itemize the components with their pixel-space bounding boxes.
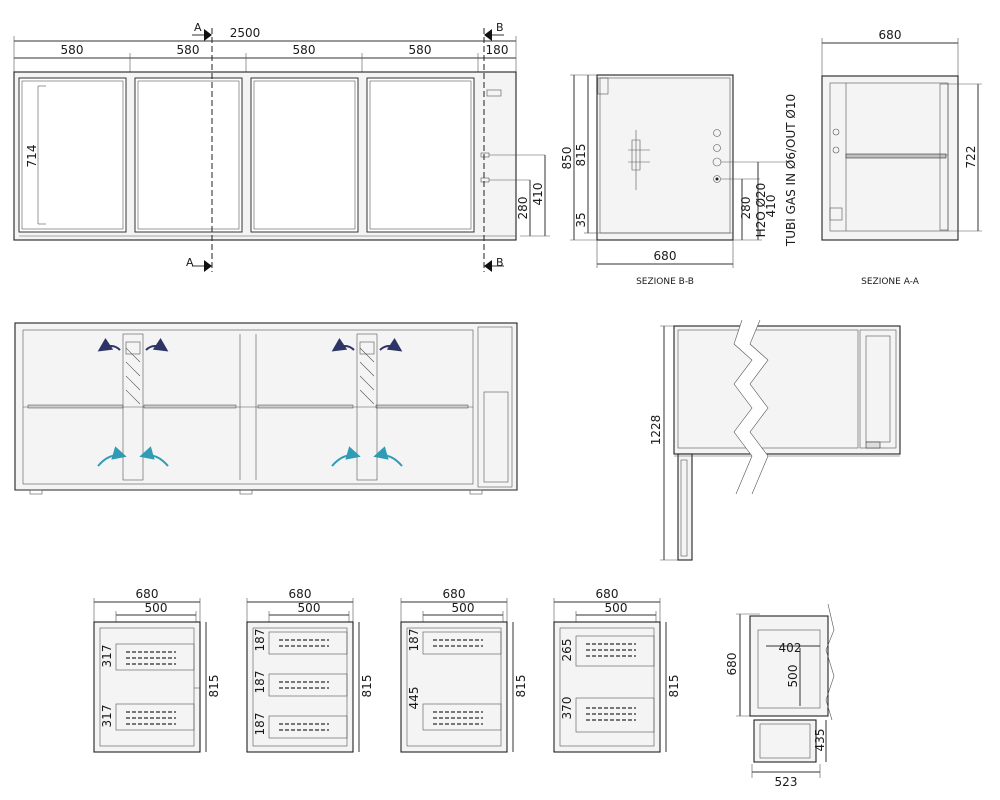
evaporator-right: [356, 333, 378, 481]
v3-height: 815: [514, 675, 528, 698]
detail-inner-width: 402: [779, 641, 802, 655]
side-height-label: 1228: [649, 415, 663, 446]
v4-slot-2: 370: [560, 697, 574, 720]
drawer-variant-4: 680 500 265 370 815: [553, 587, 681, 753]
section-a-bottom: A: [186, 256, 194, 269]
section-bb: 850 815 35 280 410 H2O Ø20 TUBI GAS IN Ø…: [560, 74, 798, 287]
side-width: 180: [486, 43, 509, 57]
evaporator-left: [122, 333, 144, 481]
section-aa-caption: SEZIONE A-A: [861, 277, 920, 287]
section-b-bottom: B: [496, 256, 504, 269]
bb-depth-label: 680: [654, 249, 677, 263]
cold-air-arrow: [139, 446, 169, 467]
detail-width: 523: [775, 775, 798, 789]
drawer-variant-3: 680 500 187 445 815: [400, 587, 528, 753]
section-aa: 680 722 SEZIONE A-A: [821, 28, 982, 287]
warm-air-arrow: [145, 337, 169, 352]
bb-height-815: 815: [574, 144, 588, 167]
section-b-top: B: [496, 21, 504, 34]
front-door-2: [134, 77, 243, 233]
v2-slot-1: 187: [253, 629, 267, 652]
cold-air-arrow: [97, 446, 127, 467]
front-door-1: [18, 77, 127, 233]
v3-outer-width: 680: [443, 587, 466, 601]
v2-slot-3: 187: [253, 713, 267, 736]
detail-depth: 680: [725, 653, 739, 676]
v1-inner-width: 500: [145, 601, 168, 615]
front-view: 2500 580 580 580 580 180 714 280 410: [13, 21, 550, 272]
v3-slot-2: 445: [407, 687, 421, 710]
module-2-width: 580: [177, 43, 200, 57]
v1-outer-width: 680: [136, 587, 159, 601]
door-height-label: 714: [25, 145, 39, 168]
v1-height: 815: [207, 675, 221, 698]
cold-air-arrow: [373, 446, 403, 467]
v2-height: 815: [360, 675, 374, 698]
warm-air-arrow: [379, 337, 403, 352]
v4-slot-1: 265: [560, 639, 574, 662]
front-door-3: [250, 77, 359, 233]
v4-height: 815: [667, 675, 681, 698]
v4-outer-width: 680: [596, 587, 619, 601]
open-door-panel: [677, 453, 693, 561]
cold-air-arrow: [331, 446, 361, 467]
bb-h2o-label: H2O Ø20: [754, 183, 768, 238]
module-4-width: 580: [409, 43, 432, 57]
v2-slot-2: 187: [253, 671, 267, 694]
aa-height-label: 722: [964, 146, 978, 169]
bb-height-850: 850: [560, 147, 574, 170]
v1-slot-2: 317: [100, 705, 114, 728]
bb-height-410: 410: [764, 195, 778, 218]
bb-height-280: 280: [739, 197, 753, 220]
v3-slot-1: 187: [407, 629, 421, 652]
total-width-label: 2500: [230, 26, 261, 40]
section-a-top: A: [194, 21, 202, 34]
v1-slot-1: 317: [100, 645, 114, 668]
detail-inner-depth: 500: [786, 665, 800, 688]
section-bb-body: [596, 74, 734, 241]
warm-air-arrow: [97, 337, 121, 352]
drawer-detail: 680 402 500 435 523: [725, 603, 835, 789]
connection-height-280: 280: [516, 197, 530, 220]
connection-height-410: 410: [531, 183, 545, 206]
v2-inner-width: 500: [298, 601, 321, 615]
drawer-variant-2: 680 500 187 187 187 815: [246, 587, 374, 753]
side-view-body: [673, 325, 901, 455]
v3-inner-width: 500: [452, 601, 475, 615]
plan-view: [14, 322, 518, 495]
bb-height-35: 35: [574, 212, 588, 227]
section-bb-caption: SEZIONE B-B: [636, 277, 694, 287]
module-3-width: 580: [293, 43, 316, 57]
side-view-door-open: 1228: [649, 319, 901, 561]
section-bb-hinge: [597, 77, 609, 95]
detail-height: 435: [813, 729, 827, 752]
v4-inner-width: 500: [605, 601, 628, 615]
bb-gas-pipes-label: TUBI GAS IN Ø6/OUT Ø10: [784, 94, 798, 247]
aa-depth-label: 680: [879, 28, 902, 42]
control-panel: [486, 89, 502, 97]
v2-outer-width: 680: [289, 587, 312, 601]
warm-air-arrow: [331, 337, 355, 352]
front-door-4: [366, 77, 475, 233]
module-1-width: 580: [61, 43, 84, 57]
drawer-variant-1: 680 500 317 317 815: [93, 587, 221, 753]
